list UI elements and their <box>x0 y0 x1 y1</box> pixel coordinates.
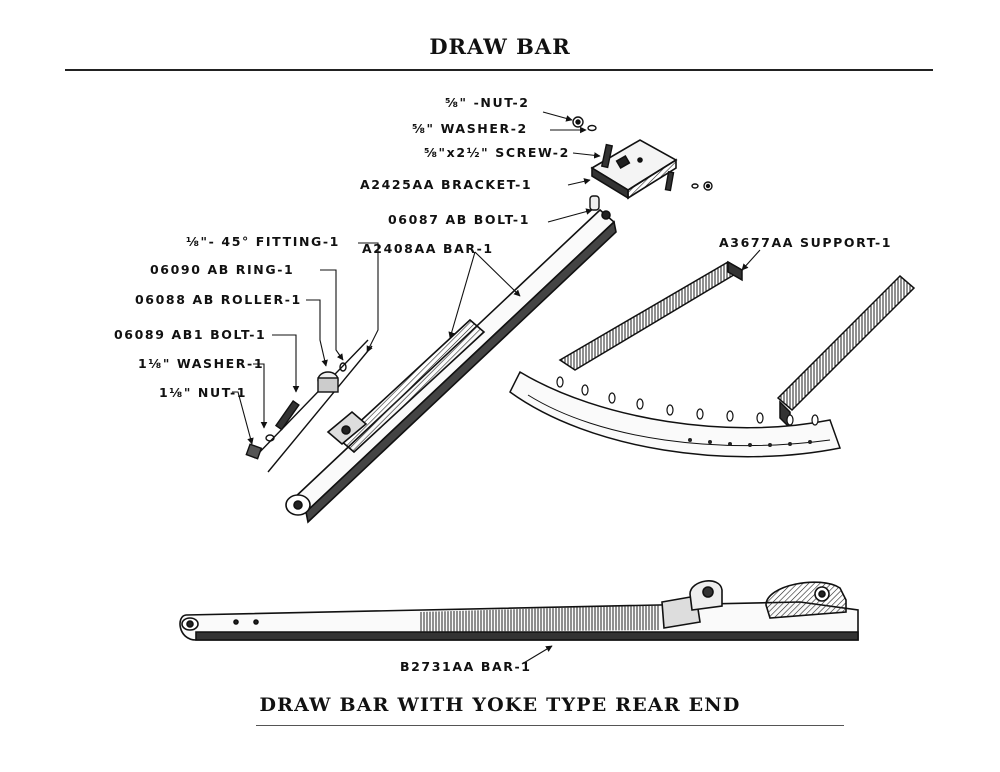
label-fitting-1-8: ⅛"- 45° FITTING-1 <box>186 234 340 249</box>
label-nut-1-1-8: 1⅛" NUT-1 <box>159 385 248 400</box>
label-support-a3677aa: A3677AA SUPPORT-1 <box>719 235 893 250</box>
label-screw-5-8: ⅝"x2½" SCREW-2 <box>424 145 570 160</box>
label-washer-5-8: ⅝" WASHER-2 <box>412 121 528 136</box>
leader-lines <box>232 111 761 665</box>
label-washer-1-1-8: 1⅛" WASHER-1 <box>138 356 265 371</box>
page-title: DRAW BAR <box>429 34 571 59</box>
label-nut-5-8: ⅝" -NUT-2 <box>445 95 530 110</box>
bracket-assembly <box>590 139 678 200</box>
label-bar-b2731aa: B2731AA BAR-1 <box>400 659 532 674</box>
draw-bar-b2731 <box>179 580 859 641</box>
draw-bar-a2408 <box>285 208 617 524</box>
label-roller-06088ab: 06088 AB ROLLER-1 <box>135 292 302 307</box>
label-ring-06090ab: 06090 AB RING-1 <box>150 262 295 277</box>
label-bolt-06089ab1: 06089 AB1 BOLT-1 <box>114 327 267 342</box>
support-a3677 <box>509 260 916 458</box>
nut-screw-parts <box>572 116 713 211</box>
label-bracket-a2425aa: A2425AA BRACKET-1 <box>360 177 533 192</box>
label-bolt-06087ab: 06087 AB BOLT-1 <box>388 212 531 227</box>
title-rule <box>65 69 933 71</box>
figure-caption: DRAW BAR WITH YOKE TYPE REAR END <box>259 694 741 716</box>
roller-bolt-parts <box>245 339 373 473</box>
caption-rule <box>256 725 844 726</box>
label-bar-a2408aa: A2408AA BAR-1 <box>362 241 494 256</box>
